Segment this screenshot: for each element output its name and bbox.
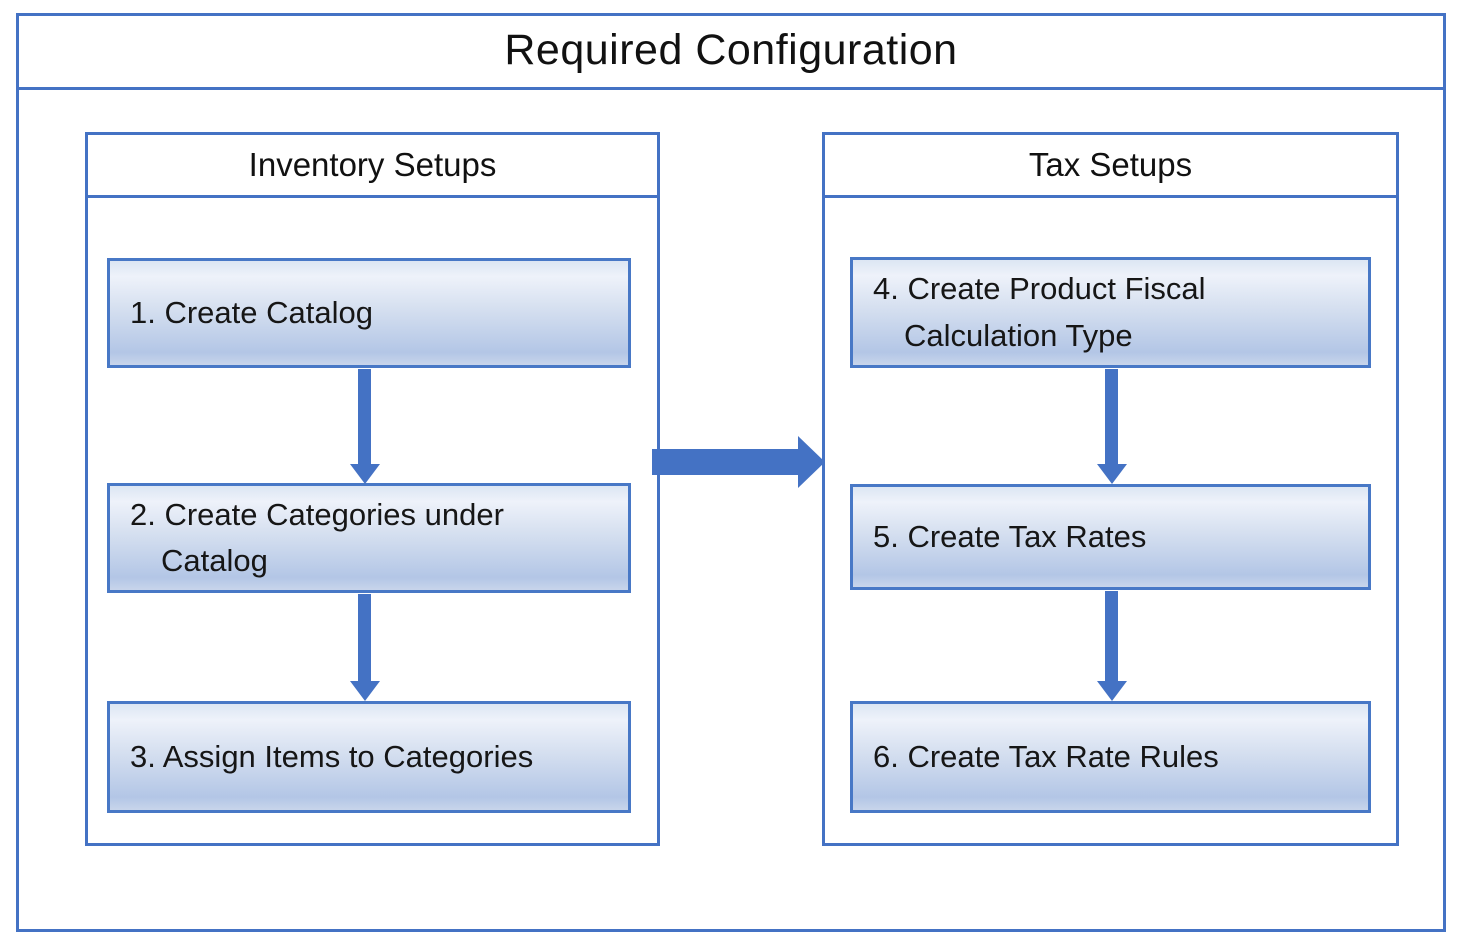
step-label: 5. Create Tax Rates: [873, 518, 1147, 554]
arrow-shaft: [358, 594, 371, 682]
step-label: 1. Create Catalog: [130, 294, 373, 330]
title-band: Required Configuration: [16, 13, 1446, 90]
arrow-head: [798, 436, 825, 488]
arrow-head: [350, 681, 380, 701]
step-create-categories: 2. Create Categories under Catalog: [107, 483, 631, 593]
group-inventory-header: Inventory Setups: [88, 135, 657, 198]
step-create-tax-rates: 5. Create Tax Rates: [850, 484, 1371, 590]
step-label: 4. Create Product Fiscal: [873, 271, 1206, 306]
step-create-fiscal-calculation-type: 4. Create Product Fiscal Calculation Typ…: [850, 257, 1371, 368]
page-title: Required Configuration: [504, 25, 958, 74]
arrow-shaft: [1105, 369, 1118, 465]
arrow-shaft: [652, 449, 798, 475]
step-create-catalog: 1. Create Catalog: [107, 258, 631, 368]
arrow-head: [1097, 464, 1127, 484]
diagram-frame: [16, 13, 1446, 932]
step-label-line2: Catalog: [161, 543, 268, 578]
group-tax-header: Tax Setups: [825, 135, 1396, 198]
arrow-shaft: [1105, 591, 1118, 682]
group-inventory-title: Inventory Setups: [248, 146, 497, 183]
step-label-line2: Calculation Type: [904, 317, 1133, 353]
step-create-tax-rate-rules: 6. Create Tax Rate Rules: [850, 701, 1371, 813]
step-label: 2. Create Categories under: [130, 496, 504, 532]
arrow-head: [350, 464, 380, 484]
arrow-shaft: [358, 369, 371, 465]
arrow-head: [1097, 681, 1127, 701]
group-tax-title: Tax Setups: [1028, 146, 1193, 183]
step-label: 6. Create Tax Rate Rules: [873, 738, 1219, 774]
step-assign-items: 3. Assign Items to Categories: [107, 701, 631, 813]
step-label: 3. Assign Items to Categories: [130, 738, 534, 774]
